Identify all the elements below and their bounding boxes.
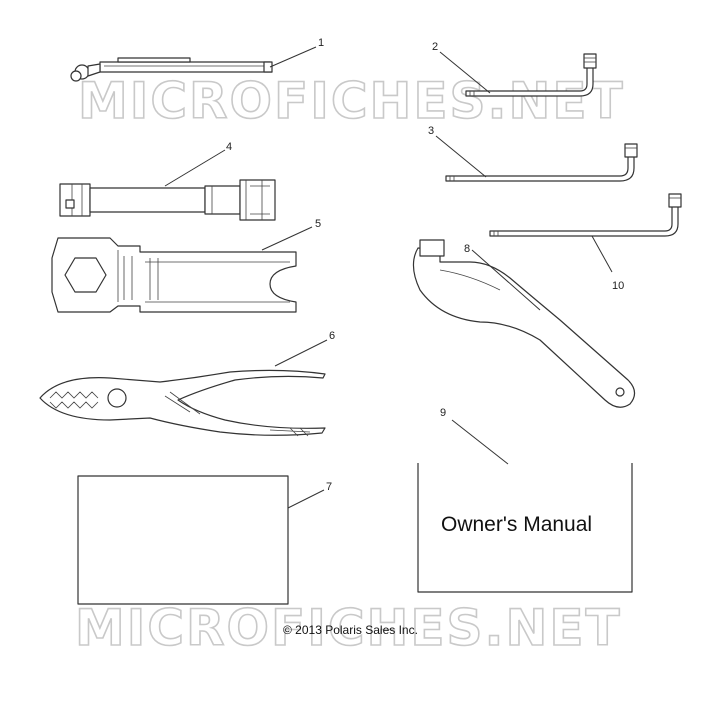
callout-5: 5 — [315, 218, 321, 230]
callout-3: 3 — [428, 125, 434, 137]
owners-manual-icon: Owner's Manual — [417, 463, 633, 593]
manual-title: Owner's Manual — [441, 513, 592, 536]
leader-line-2 — [439, 51, 491, 94]
leader-line-8 — [471, 249, 541, 311]
leader-line-3 — [435, 135, 487, 178]
callout-10: 10 — [612, 280, 624, 292]
watermark-top: MICROFICHES.NET — [78, 72, 625, 130]
leader-line-9 — [451, 419, 509, 465]
leader-line-7 — [287, 489, 325, 509]
callout-2: 2 — [432, 41, 438, 53]
leader-line-5 — [261, 226, 313, 251]
socket-extension-icon — [59, 179, 276, 221]
copyright-text: © 2013 Polaris Sales Inc. — [283, 623, 418, 637]
leader-line-1 — [269, 46, 317, 68]
callout-4: 4 — [226, 141, 232, 153]
hex-key-icon-2 — [465, 53, 597, 97]
tool-pouch-icon — [70, 57, 273, 82]
card-icon — [77, 475, 289, 605]
leader-line-4 — [164, 149, 226, 187]
hex-key-icon-10 — [489, 193, 682, 237]
callout-9: 9 — [440, 407, 446, 419]
callout-8: 8 — [464, 243, 470, 255]
leader-line-6 — [274, 339, 328, 367]
spanner-wrench-icon — [412, 239, 636, 408]
callout-7: 7 — [326, 481, 332, 493]
leader-line-10 — [591, 235, 613, 273]
callout-6: 6 — [329, 330, 335, 342]
callout-1: 1 — [318, 37, 324, 49]
hex-key-icon-3 — [445, 143, 638, 182]
spark-plug-wrench-icon — [51, 237, 297, 313]
pliers-icon — [39, 369, 326, 437]
watermark-bottom: MICROFICHES.NET — [75, 599, 622, 657]
